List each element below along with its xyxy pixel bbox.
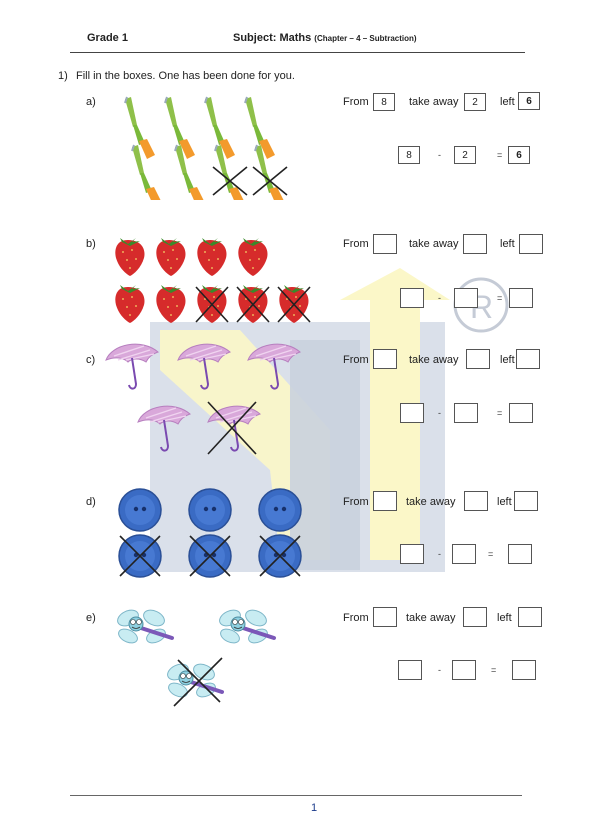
button-icon: [258, 488, 302, 532]
minus-sign: -: [438, 408, 441, 418]
cross-mark-icon: [173, 657, 223, 707]
page-number: 1: [311, 802, 318, 814]
left-box[interactable]: [519, 234, 543, 254]
left-box[interactable]: 6: [518, 92, 540, 110]
strawberry-icon: [197, 238, 227, 276]
item-letter-d: d): [86, 496, 96, 508]
button-icon: [118, 488, 162, 532]
equation-first-box[interactable]: [398, 660, 422, 680]
equation-result-box[interactable]: [512, 660, 536, 680]
question-instruction: Fill in the boxes. One has been done for…: [76, 70, 295, 82]
take-away-box[interactable]: [464, 491, 488, 511]
equation-second-box[interactable]: [454, 288, 478, 308]
take-away-label: take away: [406, 496, 456, 508]
from-box[interactable]: [373, 234, 397, 254]
equation-second-box[interactable]: [454, 403, 478, 423]
equation-result-box[interactable]: [509, 288, 533, 308]
equation-first-box[interactable]: [400, 544, 424, 564]
left-label: left: [500, 96, 515, 108]
item-letter-a: a): [86, 96, 96, 108]
take-away-label: take away: [409, 96, 459, 108]
equals-sign: =: [497, 150, 503, 160]
strawberry-icon: [115, 238, 145, 276]
take-away-box[interactable]: [463, 234, 487, 254]
from-box[interactable]: [373, 491, 397, 511]
equation-second-box[interactable]: 2: [454, 146, 476, 164]
item-letter-b: b): [86, 238, 96, 250]
strawberry-icon: [156, 238, 186, 276]
header-rule: [70, 52, 525, 53]
equation-first-box[interactable]: 8: [398, 146, 420, 164]
take-away-label: take away: [409, 238, 459, 250]
umbrella-group: [105, 343, 301, 455]
equals-sign: =: [497, 293, 503, 303]
dragonfly-icon: [113, 605, 174, 648]
left-label: left: [500, 238, 515, 250]
from-label: From: [343, 612, 369, 624]
cross-mark-icon: [195, 286, 311, 323]
umbrella-icon: [105, 343, 159, 390]
left-box[interactable]: [516, 349, 540, 369]
take-away-box[interactable]: [466, 349, 490, 369]
left-label: left: [497, 496, 512, 508]
footer-rule: [70, 795, 522, 796]
subject-label: Subject: Maths (Chapter – 4 – Subtractio…: [233, 32, 417, 44]
equals-sign: =: [488, 549, 494, 559]
left-box[interactable]: [514, 491, 538, 511]
button-group: [118, 488, 302, 578]
subject-text: Subject: Maths: [233, 32, 312, 44]
from-box[interactable]: [373, 349, 397, 369]
take-away-box[interactable]: 2: [464, 93, 486, 111]
equals-sign: =: [491, 665, 497, 675]
equation-result-box[interactable]: [509, 403, 533, 423]
equation-result-box[interactable]: [508, 544, 532, 564]
equation-first-box[interactable]: [400, 288, 424, 308]
strawberry-group: [115, 238, 311, 323]
toothbrush-group: [124, 96, 288, 200]
equation-first-box[interactable]: [400, 403, 424, 423]
left-label: left: [497, 612, 512, 624]
dragonfly-group: [113, 605, 276, 707]
dragonfly-icon: [215, 605, 276, 648]
item-letter-e: e): [86, 612, 96, 624]
equation-second-box[interactable]: [452, 544, 476, 564]
cross-mark-icon: [119, 535, 301, 577]
strawberry-icon: [115, 285, 145, 323]
umbrella-icon: [207, 405, 261, 452]
take-away-label: take away: [406, 612, 456, 624]
grade-label: Grade 1: [87, 32, 128, 44]
equation-result-box[interactable]: 6: [508, 146, 530, 164]
equals-sign: =: [497, 408, 503, 418]
from-label: From: [343, 96, 369, 108]
minus-sign: -: [438, 150, 441, 160]
from-box[interactable]: [373, 607, 397, 627]
minus-sign: -: [438, 293, 441, 303]
umbrella-icon: [247, 343, 301, 390]
take-away-label: take away: [409, 354, 459, 366]
left-box[interactable]: [518, 607, 542, 627]
equation-second-box[interactable]: [452, 660, 476, 680]
umbrella-icon: [177, 343, 231, 390]
from-box[interactable]: 8: [373, 93, 395, 111]
button-icon: [188, 488, 232, 532]
from-label: From: [343, 238, 369, 250]
cross-mark-icon: [212, 166, 288, 196]
cross-mark-icon: [207, 401, 257, 455]
chapter-text: (Chapter – 4 – Subtraction): [314, 34, 417, 43]
strawberry-icon: [238, 238, 268, 276]
minus-sign: -: [438, 549, 441, 559]
item-letter-c: c): [86, 354, 96, 366]
take-away-box[interactable]: [463, 607, 487, 627]
strawberry-icon: [156, 285, 186, 323]
minus-sign: -: [438, 665, 441, 675]
toothbrush-icon: [124, 96, 156, 160]
question-number: 1): [58, 70, 68, 82]
from-label: From: [343, 496, 369, 508]
left-label: left: [500, 354, 515, 366]
umbrella-icon: [137, 405, 191, 452]
from-label: From: [343, 354, 369, 366]
